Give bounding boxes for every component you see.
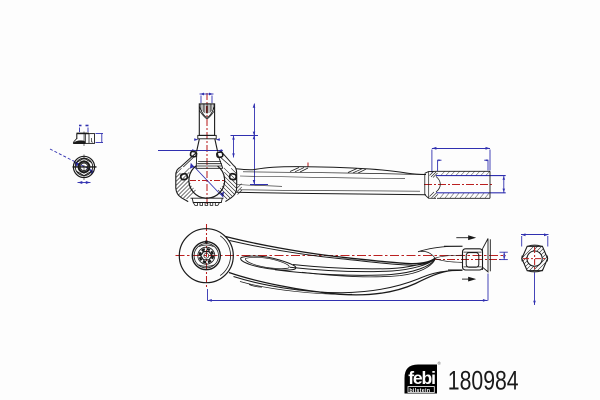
svg-text:®: ® — [438, 361, 442, 366]
svg-text:180984: 180984 — [448, 366, 519, 396]
svg-text:bilstein: bilstein — [409, 388, 430, 394]
svg-text:febi: febi — [408, 368, 435, 388]
